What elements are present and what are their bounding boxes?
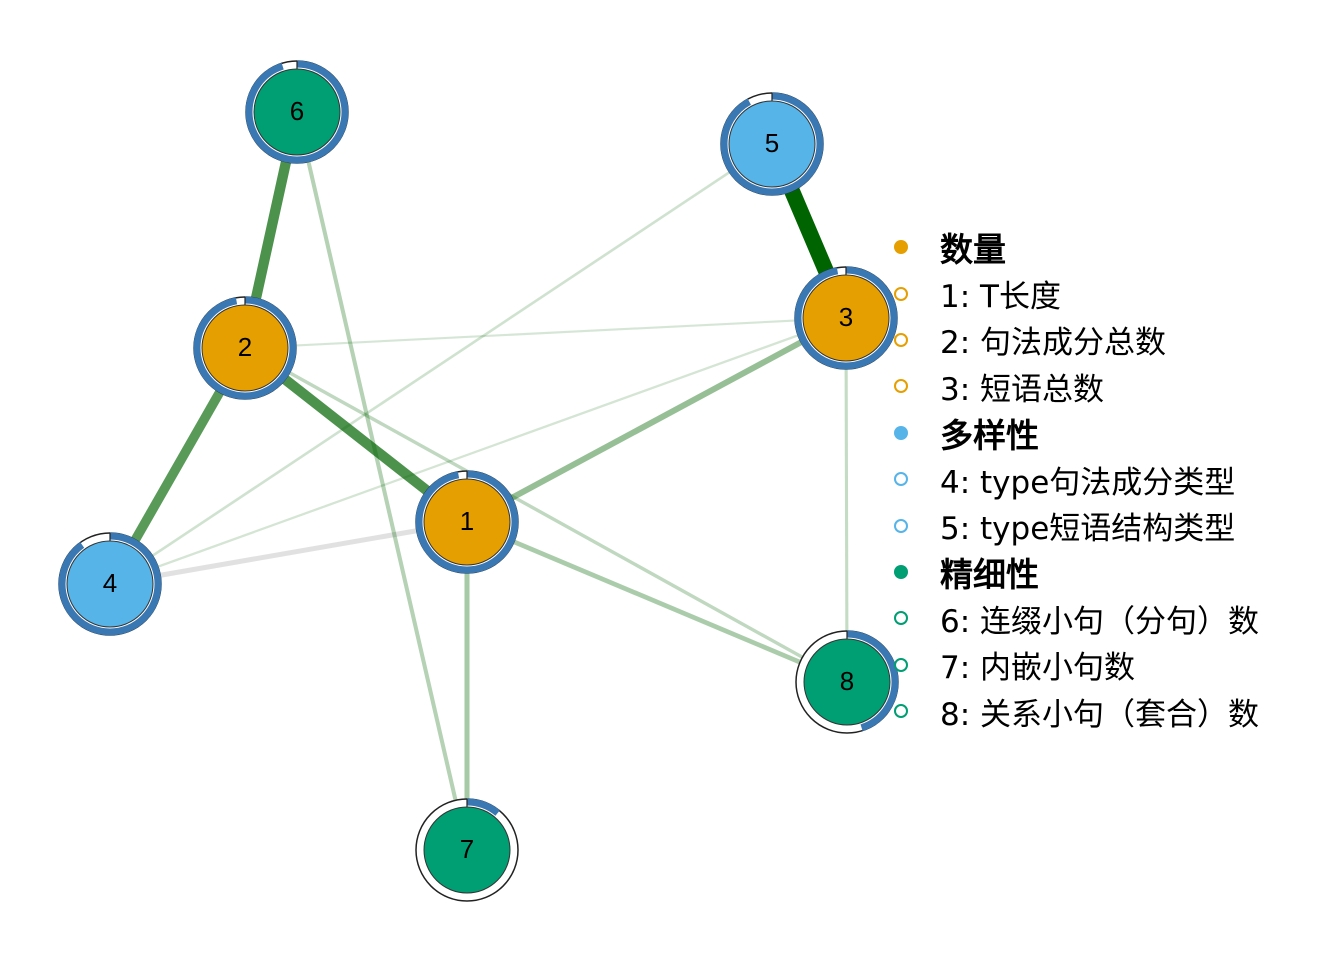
legend-item: 7: 内嵌小句数 (888, 642, 1328, 688)
edge-2-3 (244, 316, 847, 350)
node-2: 2 (193, 296, 297, 400)
legend-item-label: 4: type句法成分类型 (940, 464, 1236, 501)
edge-2-8 (244, 346, 848, 684)
edge-1-3 (465, 315, 848, 525)
legend-item: 6: 连缀小句（分句）数 (888, 595, 1328, 641)
legend-group-quantity: 数量 (888, 224, 1328, 270)
legend-filled-dot-icon (894, 240, 908, 255)
node-label: 2 (238, 332, 252, 362)
node-label: 8 (840, 666, 854, 696)
node-3: 3 (794, 266, 898, 370)
edge-1-4 (109, 519, 468, 587)
legend: 数量 1: T长度 2: 句法成分总数 3: 短语总数多样性 4: type句法成分类型… (888, 224, 1328, 734)
legend-hollow-dot-icon (894, 518, 908, 533)
legend-group-label: 数量 (940, 230, 1006, 270)
legend-item: 5: type短语结构类型 (888, 502, 1328, 548)
legend-item: 1: T长度 (888, 270, 1328, 316)
legend-hollow-dot-icon (894, 332, 908, 347)
node-1: 1 (415, 470, 519, 574)
legend-item-label: 2: 句法成分总数 (940, 325, 1167, 362)
legend-filled-dot-icon (894, 564, 908, 579)
legend-item-label: 1: T长度 (940, 279, 1061, 316)
legend-item-label: 3: 短语总数 (940, 371, 1105, 408)
edge-6-7 (295, 111, 469, 851)
node-fill (253, 68, 341, 156)
node-label: 7 (460, 834, 474, 864)
legend-group-label: 多样性 (940, 415, 1039, 455)
edge-3-8 (844, 317, 849, 683)
node-label: 5 (765, 128, 779, 158)
legend-item-label: 7: 内嵌小句数 (940, 650, 1136, 687)
legend-group-diversity: 多样性 (888, 410, 1328, 456)
edge-1-8 (466, 519, 848, 685)
nodes-layer: 1 2 3 4 5 6 7 8 (58, 60, 899, 902)
legend-item: 2: 句法成分总数 (888, 317, 1328, 363)
node-fill (423, 806, 511, 894)
node-label: 4 (103, 568, 117, 598)
node-fill (66, 540, 154, 628)
node-4: 4 (58, 532, 162, 636)
legend-group-label: 精细性 (940, 554, 1039, 594)
legend-item-label: 8: 关系小句（套合）数 (940, 696, 1260, 733)
node-label: 3 (839, 302, 853, 332)
node-8: 8 (795, 630, 899, 734)
node-fill (201, 304, 289, 392)
legend-hollow-dot-icon (894, 611, 908, 626)
legend-item: 8: 关系小句（套合）数 (888, 688, 1328, 734)
node-label: 6 (290, 96, 304, 126)
legend-hollow-dot-icon (894, 472, 908, 487)
node-5: 5 (720, 92, 824, 196)
legend-group-elaboration: 精细性 (888, 549, 1328, 595)
legend-hollow-dot-icon (894, 657, 908, 672)
legend-item: 4: type句法成分类型 (888, 456, 1328, 502)
edge-4-3 (109, 316, 847, 586)
node-fill (803, 638, 891, 726)
node-7: 7 (415, 798, 519, 902)
node-fill (423, 478, 511, 566)
legend-hollow-dot-icon (894, 379, 908, 394)
legend-hollow-dot-icon (894, 704, 908, 719)
legend-hollow-dot-icon (894, 286, 908, 301)
node-label: 1 (460, 506, 474, 536)
edge-4-5 (109, 142, 773, 586)
node-fill (802, 274, 890, 362)
legend-item-label: 6: 连缀小句（分句）数 (940, 603, 1260, 640)
node-fill (728, 100, 816, 188)
legend-item: 3: 短语总数 (888, 363, 1328, 409)
legend-item-label: 5: type短语结构类型 (940, 511, 1236, 548)
node-6: 6 (245, 60, 349, 164)
legend-filled-dot-icon (894, 425, 908, 440)
